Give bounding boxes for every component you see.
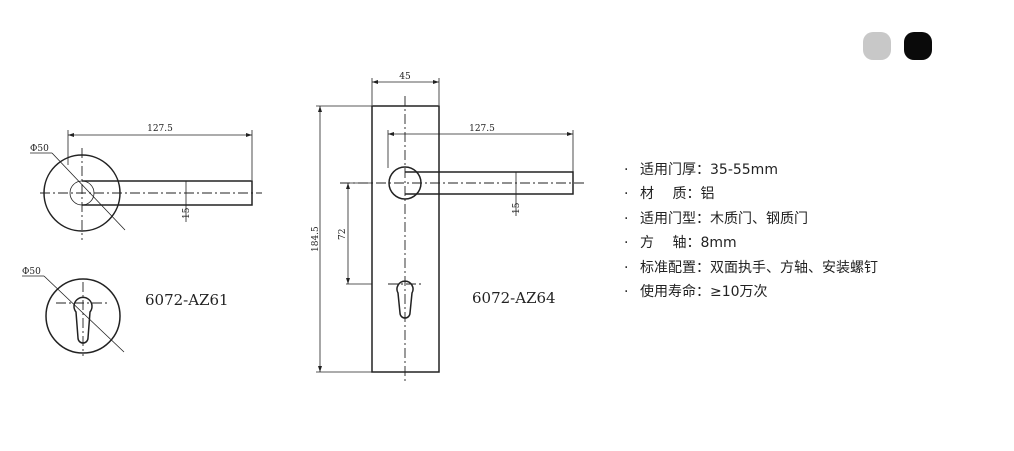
spec-list: · 适用门厚：35-55mm · 材 质：铝 · 适用门型：木质门、钢质门 · 方 轴：…: [624, 158, 878, 304]
dim-handle-label: 15: [182, 207, 192, 219]
spec-text: 适用门厚：35-55mm: [640, 162, 778, 178]
spec-item-service-life: · 使用寿命：≥10万次: [624, 280, 878, 304]
bullet: ·: [624, 210, 629, 227]
dim-lever-length-label: 127.5: [469, 124, 495, 134]
dim-center-label: 72: [338, 229, 348, 240]
swatch-black[interactable]: [904, 32, 932, 60]
dim-width-label: 45: [399, 72, 411, 82]
model-label-right: 6072-AZ64: [472, 289, 556, 307]
swatch-grey[interactable]: [863, 32, 891, 60]
dim-escutcheon-label: Φ50: [22, 267, 41, 277]
spec-text: 标准配置：双面执手、方轴、安装螺钉: [640, 259, 878, 276]
bullet: ·: [624, 235, 629, 252]
bullet: ·: [624, 162, 629, 178]
spec-item-door-thickness: · 适用门厚：35-55mm: [624, 158, 878, 182]
bullet: ·: [624, 259, 629, 276]
model-label-left: 6072-AZ61: [145, 291, 229, 309]
long-plate-drawing: 45 184.5 127.5 15 72 6072-AZ64: [311, 72, 585, 382]
spec-item-standard-config: · 标准配置：双面执手、方轴、安装螺钉: [624, 256, 878, 280]
spec-item-spindle: · 方 轴：8mm: [624, 231, 878, 255]
spec-text: 材 质：铝: [640, 186, 715, 203]
dim-handle-label-right: 15: [512, 202, 522, 214]
spec-text: 适用门型：木质门、钢质门: [640, 210, 808, 227]
escutcheon-drawing: Φ50 6072-AZ61: [22, 267, 229, 356]
spec-item-material: · 材 质：铝: [624, 182, 878, 206]
bullet: ·: [624, 284, 629, 301]
lever-rose-drawing: 127.5 Φ50 15: [30, 124, 262, 240]
plate-outline: [371, 105, 440, 373]
dim-height-label: 184.5: [311, 226, 321, 252]
spec-text: 使用寿命：≥10万次: [640, 284, 768, 301]
spec-item-door-type: · 适用门型：木质门、钢质门: [624, 207, 878, 231]
spec-text: 方 轴：8mm: [640, 235, 737, 252]
dim-rose-diameter-label: Φ50: [30, 144, 49, 154]
dim-length-label: 127.5: [147, 124, 173, 134]
bullet: ·: [624, 186, 629, 203]
